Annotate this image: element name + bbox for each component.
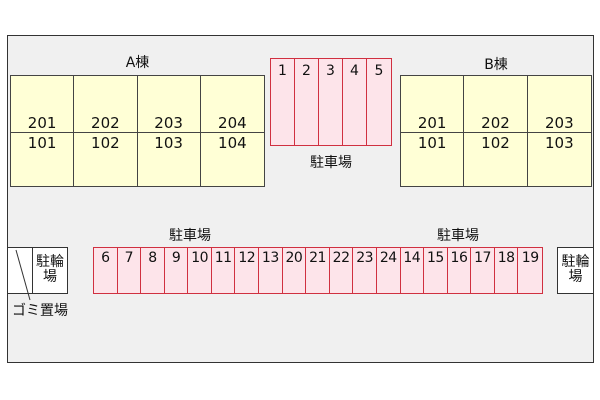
building-a-unit-lower-number: 104	[218, 134, 247, 152]
bottom-lot-stall-number: 15	[426, 250, 444, 266]
top-lot-stall-number: 1	[278, 63, 287, 79]
bottom-lot-stall-number: 18	[497, 250, 515, 266]
bottom-parking-label-left: 駐車場	[169, 228, 211, 244]
bottom-lot-stall: 13	[259, 248, 283, 293]
building-a-unit-lower-number: 102	[91, 134, 120, 152]
bottom-lot-stall-number: 24	[379, 250, 397, 266]
bottom-lot-stall: 14	[401, 248, 425, 293]
bottom-lot-stall: 9	[165, 248, 189, 293]
building-b-floor-divider	[527, 132, 591, 133]
building-b-unit-upper-number: 202	[481, 114, 510, 132]
building-a-unit-upper-number: 201	[27, 114, 57, 132]
top-parking-label: 駐車場	[310, 155, 352, 171]
top-lot-stall-number: 3	[326, 63, 335, 79]
top-lot-stall: 2	[295, 59, 319, 145]
building-a-floor-divider	[74, 132, 137, 133]
building-b-floor-divider	[401, 132, 464, 133]
top-lot-stall: 1	[271, 59, 295, 145]
top-lot-stall: 3	[319, 59, 343, 145]
building-a-floor-divider	[137, 132, 200, 133]
building-b-unit-lower-number: 103	[545, 134, 574, 152]
top-lot-stall: 4	[343, 59, 367, 145]
building-a-label: A棟	[125, 55, 150, 71]
bottom-lot-stall: 6	[94, 248, 118, 293]
bottom-lot-stall: 15	[424, 248, 448, 293]
bottom-parking-label-right: 駐車場	[437, 228, 479, 244]
top-lot-stall-number: 4	[350, 63, 359, 79]
bottom-lot-stall: 24	[377, 248, 401, 293]
bottom-lot-stall: 22	[330, 248, 354, 293]
bottom-lot-stall: 20	[283, 248, 307, 293]
garbage-label: ゴミ置場	[12, 303, 68, 319]
bottom-lot-stall: 19	[518, 248, 542, 293]
bottom-lot-stall: 18	[495, 248, 519, 293]
bottom-lot-stall-number: 23	[356, 250, 374, 266]
bottom-lot-stall: 8	[141, 248, 165, 293]
bottom-lot-stall: 12	[235, 248, 260, 293]
bottom-lot-stall-number: 17	[474, 250, 491, 266]
top-lot-stall: 5	[367, 59, 391, 145]
bottom-lot-stall: 17	[471, 248, 495, 293]
bottom-lot-stall-number: 9	[171, 250, 181, 266]
garbage-area	[7, 247, 34, 294]
bottom-lot-stall-number: 21	[309, 250, 326, 266]
bottom-lot-stall-number: 10	[191, 250, 209, 266]
bottom-lot-stall-number: 16	[450, 250, 468, 266]
building-b-floor-divider	[464, 132, 527, 133]
building-b-unit-lower-number: 101	[417, 134, 447, 152]
top-lot-stall-number: 2	[302, 63, 311, 79]
bottom-lot-stall-number: 13	[261, 250, 279, 266]
bottom-lot-stall-number: 6	[101, 250, 110, 266]
building-b-label: B棟	[484, 57, 508, 73]
bottom-lot-stall-number: 11	[214, 250, 232, 266]
bike-parking-right: 駐輪場	[557, 247, 594, 294]
bottom-lot-stall: 10	[188, 248, 212, 293]
bike-parking-left-label: 駐輪場	[36, 254, 64, 285]
building-a-unit-upper-number: 202	[91, 114, 120, 132]
bottom-lot-stall-number: 19	[521, 250, 539, 266]
bike-parking-right-label: 駐輪場	[561, 254, 590, 285]
top-lot-stall-number: 5	[374, 63, 384, 79]
garbage-leader-line	[15, 249, 31, 301]
building-a-unit-lower-number: 101	[27, 134, 57, 152]
bottom-lot-stall-number: 20	[285, 250, 303, 266]
building-b-unit-upper-number: 201	[417, 114, 447, 132]
building-a-floor-divider	[11, 132, 74, 133]
bottom-lot-stall: 21	[306, 248, 330, 293]
building-a-unit-lower-number: 103	[154, 134, 183, 152]
building-b-unit-lower-number: 102	[481, 134, 510, 152]
bottom-lot-stall-number: 22	[332, 250, 350, 266]
building-b-unit-upper-number: 203	[545, 114, 574, 132]
building-a-floor-divider	[200, 132, 264, 133]
building-a-unit-upper-number: 204	[218, 114, 247, 132]
bottom-lot-stall: 11	[212, 248, 236, 293]
bottom-lot-stall-number: 8	[148, 250, 157, 266]
bike-parking-left: 駐輪場	[32, 247, 68, 294]
bottom-lot-stall-number: 7	[124, 250, 134, 266]
bottom-lot-stall: 7	[118, 248, 142, 293]
building-a-unit-upper-number: 203	[154, 114, 183, 132]
bottom-lot-stall: 23	[353, 248, 377, 293]
bottom-lot-stall-number: 12	[238, 250, 256, 266]
bottom-lot-stall: 16	[448, 248, 472, 293]
bottom-lot-stall-number: 14	[403, 250, 421, 266]
